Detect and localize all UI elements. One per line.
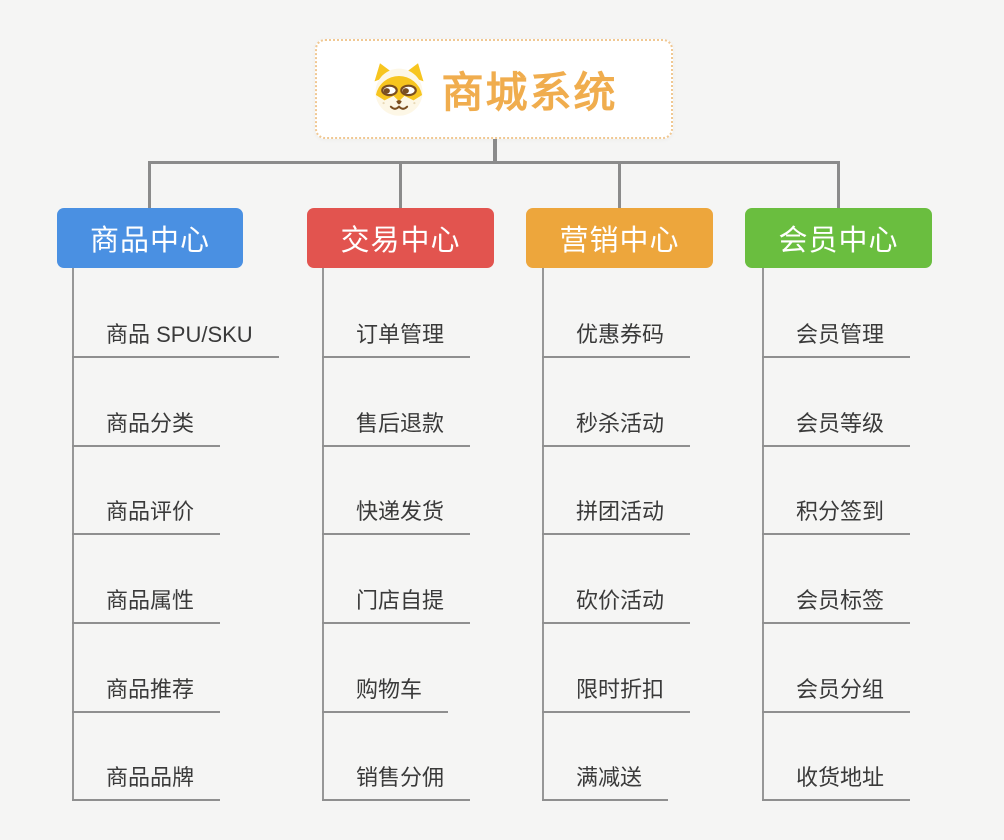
connector-drop-branch-2: [399, 161, 402, 208]
node-product-attribute[interactable]: 商品属性: [72, 585, 221, 624]
node-product-recommend[interactable]: 商品推荐: [72, 674, 221, 713]
node-product-category[interactable]: 商品分类: [72, 408, 221, 447]
branch-header-trade-center[interactable]: 交易中心: [307, 208, 494, 268]
node-member-tag[interactable]: 会员标签: [762, 585, 911, 624]
node-member-management[interactable]: 会员管理: [762, 319, 911, 358]
node-flash-sale[interactable]: 秒杀活动: [542, 408, 691, 447]
node-member-group[interactable]: 会员分组: [762, 674, 911, 713]
node-group-buy[interactable]: 拼团活动: [542, 496, 691, 535]
root-title: 商城系统: [441, 68, 618, 116]
connector-drop-branch-1: [148, 161, 151, 208]
shiba-dog-icon: [375, 62, 424, 116]
node-aftersale-refund[interactable]: 售后退款: [322, 408, 471, 447]
connector-horizontal-bus: [148, 161, 839, 164]
branch-header-marketing-center[interactable]: 营销中心: [526, 208, 713, 268]
connector-drop-branch-3: [618, 161, 621, 208]
node-sales-commission[interactable]: 销售分佣: [322, 762, 471, 801]
node-bargain-activity[interactable]: 砍价活动: [542, 585, 691, 624]
node-shipping-address[interactable]: 收货地址: [762, 762, 911, 801]
node-product-brand[interactable]: 商品品牌: [72, 762, 221, 801]
node-member-level[interactable]: 会员等级: [762, 408, 911, 447]
branch-header-member-center[interactable]: 会员中心: [745, 208, 932, 268]
node-store-pickup[interactable]: 门店自提: [322, 585, 471, 624]
connector-drop-branch-4: [837, 161, 840, 208]
node-limited-time-discount[interactable]: 限时折扣: [542, 674, 691, 713]
node-spend-save[interactable]: 满减送: [542, 762, 669, 801]
connector-root-vertical: [493, 139, 497, 163]
node-product-review[interactable]: 商品评价: [72, 496, 221, 535]
branch-header-product-center[interactable]: 商品中心: [57, 208, 243, 268]
node-points-checkin[interactable]: 积分签到: [762, 496, 911, 535]
node-product-spu-sku[interactable]: 商品 SPU/SKU: [72, 319, 279, 358]
node-order-management[interactable]: 订单管理: [322, 319, 471, 358]
node-coupon-code[interactable]: 优惠券码: [542, 319, 691, 358]
node-express-delivery[interactable]: 快递发货: [322, 496, 471, 535]
root-node-mall-system[interactable]: 商城系统: [315, 39, 673, 139]
node-shopping-cart[interactable]: 购物车: [322, 674, 449, 713]
